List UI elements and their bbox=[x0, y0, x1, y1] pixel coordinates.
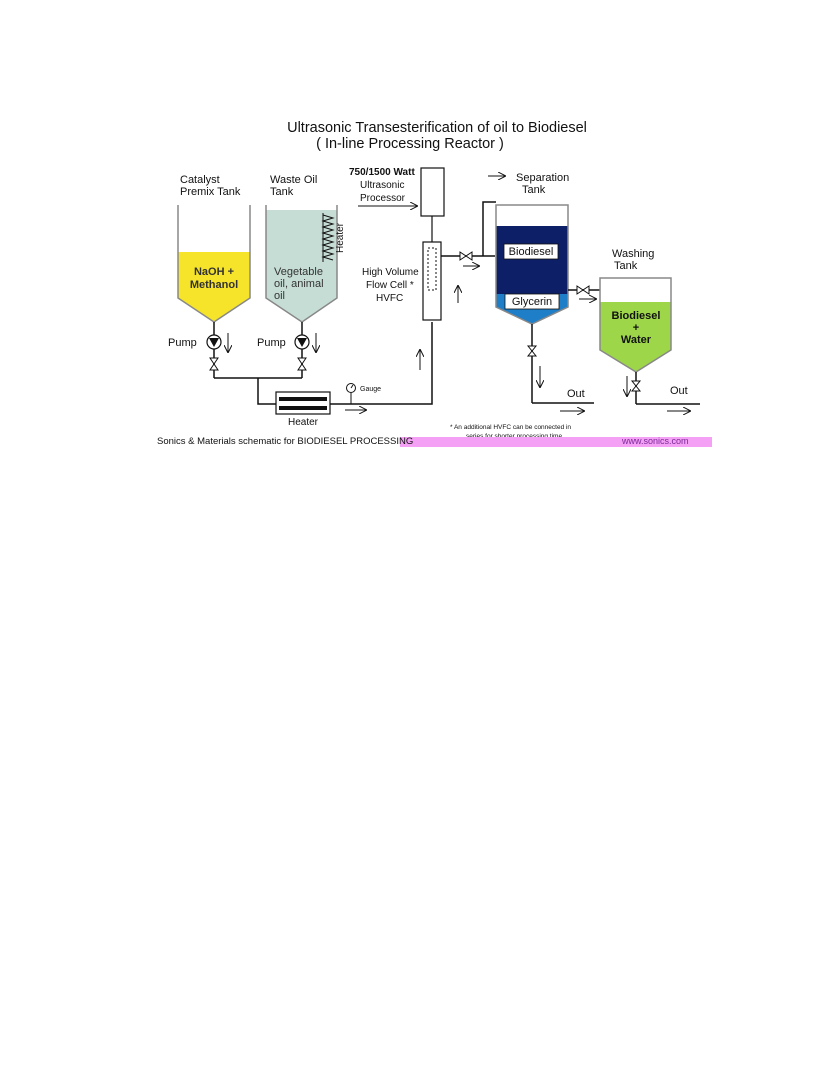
washing-content-1: Biodiesel bbox=[612, 310, 661, 322]
valve-icon bbox=[459, 251, 473, 261]
footer-bar bbox=[400, 437, 712, 447]
output-label-2: Out bbox=[670, 385, 688, 397]
glycerin-label-box bbox=[504, 293, 560, 310]
pump-label-2: Pump bbox=[257, 337, 286, 349]
feed-line bbox=[257, 322, 433, 405]
catalyst-tank-label-2: Premix Tank bbox=[180, 186, 241, 198]
flow-cell bbox=[422, 241, 466, 321]
processor-label-1: 750/1500 Watt bbox=[349, 167, 415, 178]
ultrasonic-processor bbox=[420, 167, 445, 242]
washing-tank bbox=[599, 277, 672, 373]
waste-oil-tank-label-1: Waste Oil bbox=[270, 174, 317, 186]
flow-cell-label-3: HVFC bbox=[376, 293, 403, 304]
tank-heater-label: Heater bbox=[335, 222, 346, 253]
valve-icon bbox=[526, 345, 538, 357]
washing-tank-label-2: Tank bbox=[614, 260, 638, 272]
waste-oil-content-2: oil, animal bbox=[274, 278, 324, 290]
catalyst-tank-content-2: Methanol bbox=[190, 279, 238, 291]
footnote-line-1: * An additional HVFC can be connected in bbox=[450, 424, 571, 431]
catalyst-tank bbox=[177, 205, 251, 323]
inline-heater bbox=[275, 391, 331, 415]
inline-heater-label: Heater bbox=[288, 417, 319, 428]
valve-icon bbox=[630, 380, 642, 392]
catalyst-tank-content-1: NaOH + bbox=[194, 266, 234, 278]
gauge-label: Gauge bbox=[360, 386, 381, 393]
tank-heater-coil bbox=[321, 213, 335, 262]
sep-riser-line bbox=[482, 201, 496, 256]
washing-content-2: + bbox=[633, 322, 639, 334]
processor-label-2: Ultrasonic bbox=[360, 180, 404, 191]
separation-tank-label-1: Separation bbox=[516, 172, 569, 184]
footer-left-text: Sonics & Materials schematic for BIODIES… bbox=[157, 436, 413, 447]
pump-icon bbox=[294, 334, 310, 350]
separation-top-layer: Biodiesel bbox=[509, 246, 554, 258]
waste-oil-content-3: oil bbox=[274, 290, 285, 302]
gauge-icon bbox=[346, 383, 356, 404]
separation-tank-label-2: Tank bbox=[522, 184, 546, 196]
waste-oil-tank-label-2: Tank bbox=[270, 186, 294, 198]
washing-content-3: Water bbox=[621, 334, 652, 346]
valve-icon bbox=[576, 285, 590, 295]
catalyst-tank-label-1: Catalyst bbox=[180, 174, 220, 186]
valve-icon bbox=[297, 357, 307, 371]
valve-icon bbox=[209, 357, 219, 371]
waste-oil-tank bbox=[265, 205, 338, 323]
separation-bottom-layer: Glycerin bbox=[512, 296, 552, 308]
biodiesel-label-box bbox=[503, 243, 559, 260]
diagram-title: Ultrasonic Transesterification of oil to… bbox=[287, 120, 587, 136]
washing-tank-label-1: Washing bbox=[612, 248, 654, 260]
footnote-line-2: series for shorter processing time... bbox=[466, 433, 568, 440]
pump-icon bbox=[206, 334, 222, 350]
processor-label-3: Processor bbox=[360, 193, 406, 204]
output-label-1: Out bbox=[567, 388, 585, 400]
footer-right-text: www.sonics.com bbox=[621, 436, 689, 446]
diagram-subtitle: ( In-line Processing Reactor ) bbox=[316, 136, 504, 152]
pump-label-1: Pump bbox=[168, 337, 197, 349]
flow-cell-label-1: High Volume bbox=[362, 267, 419, 278]
flow-cell-label-2: Flow Cell * bbox=[366, 280, 414, 291]
waste-oil-content-1: Vegetable bbox=[274, 266, 323, 278]
